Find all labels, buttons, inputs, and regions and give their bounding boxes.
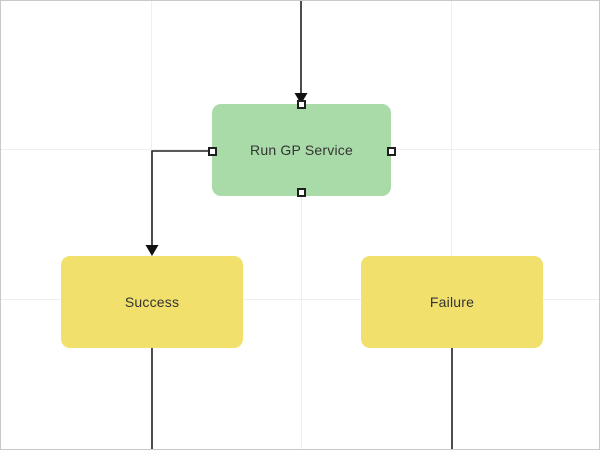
edge-edge-gp-to-success[interactable] xyxy=(151,150,212,245)
node-run-gp-service[interactable]: Run GP Service xyxy=(212,104,391,196)
node-handle-left[interactable] xyxy=(207,146,217,156)
node-label: Run GP Service xyxy=(250,142,353,158)
node-label: Success xyxy=(124,294,180,310)
node-label: Failure xyxy=(429,294,475,310)
node-handle-bottom[interactable] xyxy=(296,187,306,197)
node-handle-top[interactable] xyxy=(296,99,306,109)
node-success[interactable]: Success xyxy=(61,256,243,348)
arrowhead-icon xyxy=(294,93,308,104)
node-handle-right[interactable] xyxy=(386,146,396,156)
arrowhead-icon xyxy=(145,245,159,256)
node-failure[interactable]: Failure xyxy=(361,256,543,348)
